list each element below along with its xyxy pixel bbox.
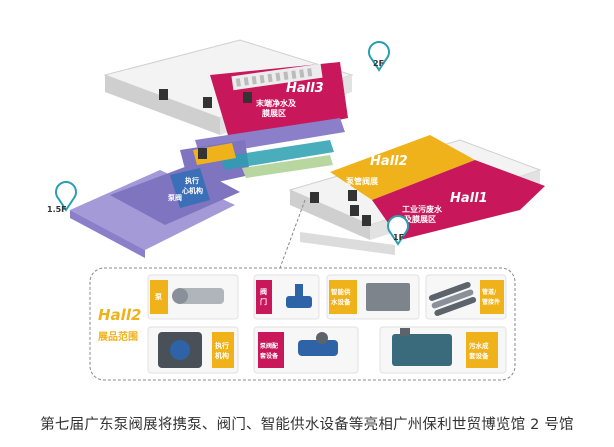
svg-text:智能供: 智能供 xyxy=(331,287,351,296)
hall3-building: Hall3 末端净水及 膜展区 xyxy=(103,39,354,142)
hall2-zone xyxy=(330,135,475,200)
expo-floorplan-diagram: Hall3 末端净水及 膜展区 2F 执行 心机构 泵阀 1.5F xyxy=(47,39,545,381)
svg-text:管道/: 管道/ xyxy=(482,288,497,296)
hall2-label: 泵管阀展 xyxy=(346,176,378,186)
hall1-label-line2: 及膜展区 xyxy=(404,214,436,224)
showcase-subtitle: 展品范围 xyxy=(98,330,138,343)
svg-text:执行: 执行 xyxy=(215,341,229,350)
floor-label-1-5f: 1.5F xyxy=(47,205,67,214)
floor-marker-2f: 2F xyxy=(368,41,390,72)
map-pin-icon xyxy=(55,181,77,212)
svg-text:执行: 执行 xyxy=(185,176,199,185)
exec-center-zone xyxy=(170,168,210,208)
mezzanine-1-5f: 执行 心机构 泵阀 xyxy=(70,165,240,258)
pipes-icon xyxy=(428,281,477,316)
hall1-hall2-building: Hall2 泵管阀展 Hall1 工业污废水 及膜展区 xyxy=(288,135,545,255)
figure-caption: 第七届广东泵阀展将携泵、阀门、智能供水设备等亮相广州保利世贸博览馆 2 号馆 xyxy=(40,417,574,433)
hall2-name: Hall2 xyxy=(370,154,408,169)
green-carpet xyxy=(220,140,334,170)
svg-text:阀: 阀 xyxy=(260,287,267,296)
floor-label-2f: 2F xyxy=(373,59,384,68)
svg-text:心机构: 心机构 xyxy=(182,186,203,195)
hall3-name: Hall3 xyxy=(286,81,324,96)
map-pin-icon xyxy=(387,215,409,246)
valve-icon xyxy=(286,296,312,308)
escalator-icon xyxy=(362,215,371,226)
floor-label-1f: 1F xyxy=(393,233,404,242)
hall1-name: Hall1 xyxy=(450,191,488,206)
hall3-label-line1: 末端净水及 xyxy=(256,98,297,108)
floor-marker-1-5f: 1.5F xyxy=(47,181,77,214)
water-supply-equipment-icon xyxy=(366,283,410,311)
product-card-pump: 泵 xyxy=(147,274,239,320)
product-card-actuator: 执行 机构 xyxy=(147,326,239,374)
floor-marker-1f: 1F xyxy=(387,215,409,246)
accessory-equipment-icon xyxy=(298,340,338,356)
svg-text:套设备: 套设备 xyxy=(260,352,279,360)
escalator-icon xyxy=(243,92,252,103)
svg-text:管接件: 管接件 xyxy=(482,298,500,306)
map-pin-icon xyxy=(368,41,390,72)
hall2-showcase-panel: Hall2 展品范围 泵 阀 门 智能供 水设备 xyxy=(89,267,516,381)
svg-text:套设备: 套设备 xyxy=(469,351,489,360)
product-card-sewage-equipment: 污水成 套设备 xyxy=(379,326,507,374)
escalator-icon xyxy=(350,205,359,216)
callout-pointer xyxy=(279,199,306,269)
svg-text:污水成: 污水成 xyxy=(469,341,489,350)
product-card-pipes: 管道/ 管接件 xyxy=(425,274,507,320)
product-card-valve: 阀 门 xyxy=(253,274,320,320)
sewage-equipment-icon xyxy=(392,334,452,366)
escalator-icon xyxy=(159,89,168,100)
escalator-icon xyxy=(310,192,319,203)
product-card-accessory-equipment: 泵阀配 套设备 xyxy=(253,326,359,374)
hall1-label-line1: 工业污废水 xyxy=(402,204,443,214)
walkway xyxy=(180,118,345,188)
pump-icon xyxy=(180,288,224,304)
escalator-icon xyxy=(348,190,357,201)
svg-text:门: 门 xyxy=(260,297,267,306)
escalator-icon xyxy=(198,148,207,159)
hall1-zone xyxy=(372,160,545,240)
svg-text:泵阀配: 泵阀配 xyxy=(260,342,278,350)
svg-text:机构: 机构 xyxy=(215,351,229,360)
product-card-water-supply: 智能供 水设备 xyxy=(326,274,420,320)
svg-text:泵阀: 泵阀 xyxy=(167,193,182,202)
svg-text:水设备: 水设备 xyxy=(331,297,351,306)
hall3-label-line2: 膜展区 xyxy=(262,108,286,118)
showcase-title: Hall2 xyxy=(98,306,141,324)
escalator-icon xyxy=(203,97,212,108)
svg-text:泵: 泵 xyxy=(154,292,162,301)
